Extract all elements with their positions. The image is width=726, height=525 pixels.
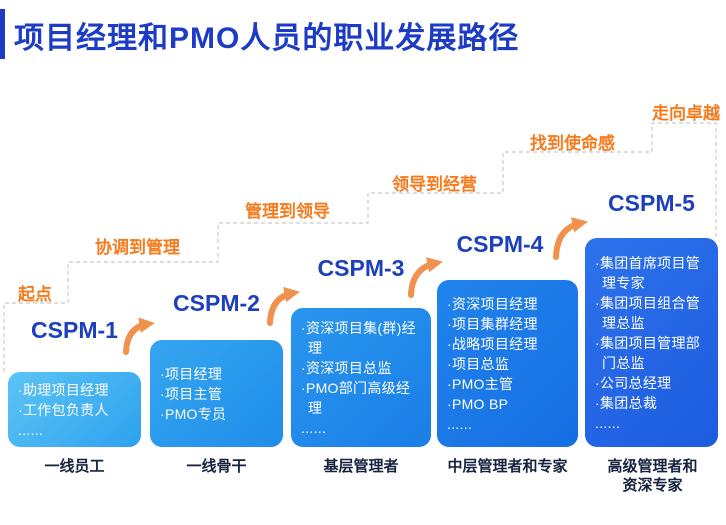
roles-box-cspm-4: ·资深项目经理 ·项目集群经理 ·战略项目经理 ·项目总监 ·PMO主管 ·PM…: [437, 280, 578, 447]
role-item: ·集团项目组合管理总监: [595, 294, 701, 331]
step-label-start: 起点: [18, 285, 52, 304]
role-item: ·集团项目管理部门总监: [595, 334, 701, 371]
level-label-cspm-1: CSPM-1: [31, 317, 118, 343]
step-label-find-mission: 找到使命感: [530, 134, 615, 153]
step-label-coordinate-to-manage: 协调到管理: [95, 238, 180, 257]
role-item: ·公司总经理: [595, 374, 672, 391]
role-item: ·资深项目集(群)经理: [301, 319, 416, 356]
level-label-cspm-2: CSPM-2: [173, 290, 260, 316]
role-item: ·项目主管: [160, 385, 223, 402]
tier-label-frontline-backbone: 一线骨干: [186, 458, 247, 475]
role-item: ·PMO部门高级经理: [301, 379, 411, 416]
step-label-lead-to-operate: 领导到经营: [392, 175, 477, 194]
curve-arrow-icon-3: [408, 257, 443, 298]
tier-label-junior-managers: 基层管理者: [323, 458, 399, 475]
role-item: ·项目总监: [447, 355, 510, 372]
role-item: ·PMO专员: [160, 405, 227, 422]
role-item: ·项目集群经理: [447, 315, 538, 332]
role-item: ·资深项目总监: [301, 359, 392, 376]
level-label-cspm-3: CSPM-3: [317, 255, 405, 281]
role-item-ellipsis: ......: [301, 419, 327, 436]
roles-box-cspm-1: ·助理项目经理 ·工作包负责人 ......: [8, 372, 141, 447]
step-label-manage-to-lead: 管理到领导: [245, 202, 330, 221]
tier-label-senior-managers-experts: 高级管理者和资深专家: [607, 458, 698, 494]
role-item-ellipsis: ......: [447, 415, 473, 432]
roles-box-cspm-3: ·资深项目集(群)经理 ·资深项目总监 ·PMO部门高级经理 ......: [291, 308, 431, 447]
roles-box-cspm-2: ·项目经理 ·项目主管 ·PMO专员: [150, 340, 283, 447]
role-item: ·PMO主管: [447, 375, 514, 392]
role-item: ·工作包负责人: [18, 401, 109, 418]
curve-arrow-icon-4: [553, 217, 588, 260]
tier-label-frontline-staff: 一线员工: [44, 458, 105, 475]
role-item: ·助理项目经理: [18, 381, 109, 398]
role-item: ·集团总裁: [595, 394, 658, 411]
role-item-ellipsis: ......: [18, 421, 44, 438]
curve-arrow-icon-2: [267, 286, 300, 326]
role-item: ·项目经理: [160, 365, 223, 382]
level-label-cspm-4: CSPM-4: [456, 231, 544, 257]
page-title: 项目经理和PMO人员的职业发展路径: [14, 22, 520, 55]
curve-arrow-icon-1: [123, 317, 155, 355]
step-label-toward-excellence: 走向卓越: [652, 104, 720, 123]
title-accent-bar: [0, 9, 5, 59]
tier-label-middle-managers-experts: 中层管理者和专家: [447, 458, 568, 475]
role-item-ellipsis: ......: [595, 414, 621, 431]
level-label-cspm-5: CSPM-5: [608, 190, 695, 216]
roles-box-cspm-5: ·集团首席项目管理专家 ·集团项目组合管理总监 ·集团项目管理部门总监 ·公司总…: [585, 238, 718, 447]
role-item: ·集团首席项目管理专家: [595, 254, 701, 291]
staircase-dashed-line: [3, 122, 717, 372]
role-item: ·PMO BP: [447, 395, 509, 412]
role-item: ·战略项目经理: [447, 335, 538, 352]
role-item: ·资深项目经理: [447, 295, 538, 312]
